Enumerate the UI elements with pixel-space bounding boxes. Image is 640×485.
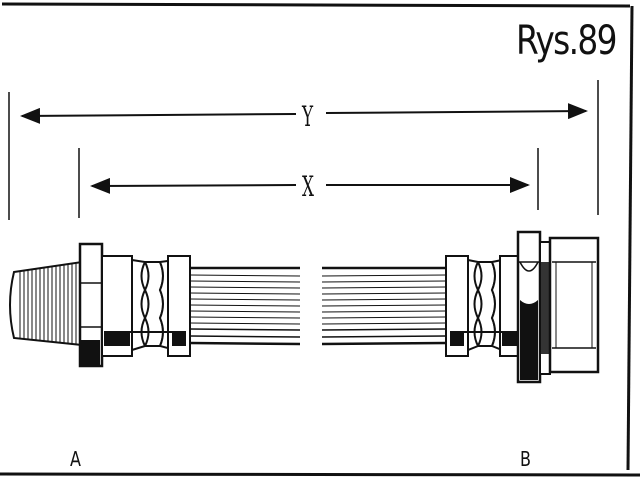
figure-title: Rys.89 [516,18,617,64]
frame-top-line [1,2,631,8]
female-union-b [548,236,600,374]
crimp-a-left [131,258,147,352]
frame-bottom-line [0,472,640,477]
frame-right-line [626,5,634,471]
crimp-a-middle [143,261,164,347]
crimp-b-left [467,258,480,352]
dimension-y-arrow-right [325,103,588,120]
dimension-y-label: Y [302,100,314,133]
hose-body-left [189,266,301,346]
fitting-b [445,230,600,384]
crimp-b-middle [476,261,496,347]
hose-body-right [321,266,447,346]
dimension-x-label: X [302,170,314,203]
threaded-end-a [9,260,83,347]
end-a-label: A [70,447,81,471]
thread-lines-a [19,263,77,345]
dimension-y-arrow-left [20,107,297,124]
fitting-a [9,242,191,368]
dimension-x-arrow-left [90,177,297,194]
end-b-label: B [520,447,531,471]
